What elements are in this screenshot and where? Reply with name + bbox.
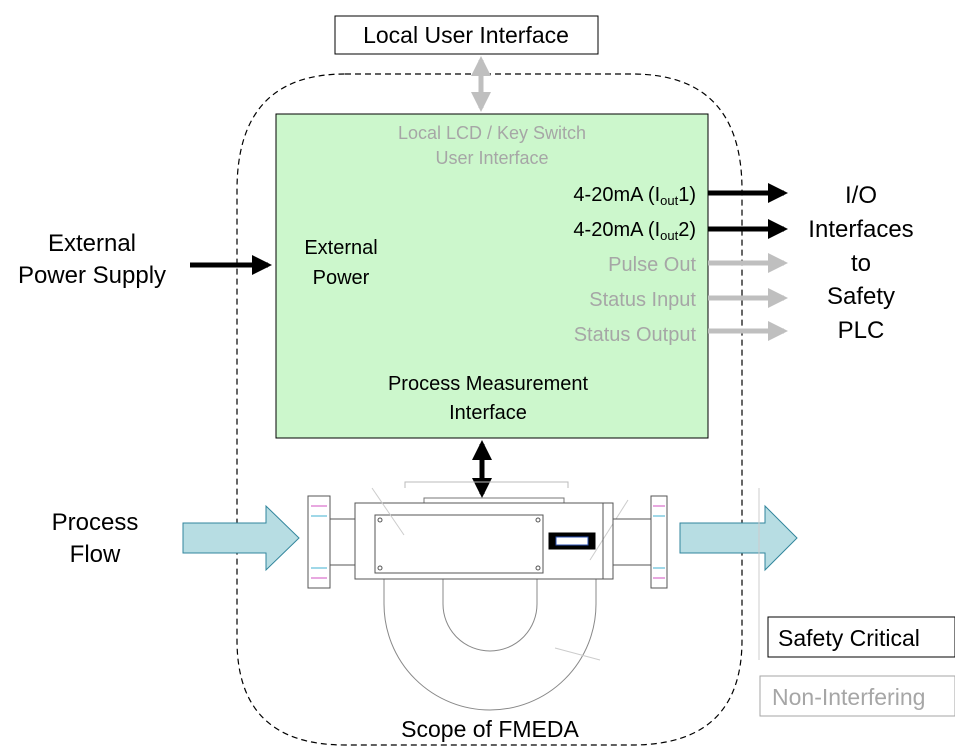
process-measurement-label-line1: Process Measurement — [388, 373, 589, 395]
io-label-line4: Safety — [827, 283, 895, 310]
output-label-iout2: 4-20mA (Iout2) — [573, 219, 696, 243]
external-power-supply-line1: External — [48, 230, 136, 257]
output-label-iout1: 4-20mA (Iout1) — [573, 184, 696, 208]
legend-non-interfering-box — [759, 675, 955, 717]
local-user-interface-label: Local User Interface — [363, 22, 569, 48]
legend-non-interfering-label: Non-Interfering — [772, 684, 925, 710]
process-flow-out-arrow — [679, 504, 798, 572]
local-user-interface-box: Local User Interface — [334, 15, 599, 55]
io-label-line3: to — [851, 250, 871, 277]
lcd-label-line1: Local LCD / Key Switch — [398, 123, 586, 143]
external-power-label-line1: External — [304, 237, 377, 259]
process-flow-in-arrow — [182, 504, 300, 572]
fmeda-scope-boundary — [236, 73, 743, 746]
process-measurement-label-line2: Interface — [449, 402, 527, 424]
legend-safety-critical-label: Safety Critical — [778, 625, 920, 651]
io-label-line2: Interfaces — [808, 216, 913, 243]
io-interfaces-label: I/O Interfaces to Safety PLC — [808, 182, 913, 344]
process-flow-line1: Process — [52, 509, 139, 536]
io-label-line5: PLC — [838, 317, 885, 344]
process-flow-line2: Flow — [70, 541, 121, 568]
legend: Safety Critical Non-Interfering — [758, 488, 955, 717]
device-block — [275, 113, 709, 439]
external-power-supply-line2: Power Supply — [18, 262, 166, 289]
output-label-status-output: Status Output — [574, 324, 697, 346]
output-label-pulse-out: Pulse Out — [608, 254, 696, 276]
scope-of-fmeda-label: Scope of FMEDA — [401, 716, 579, 742]
output-label-status-input: Status Input — [589, 289, 696, 311]
io-label-line1: I/O — [845, 182, 877, 209]
external-power-label-line2: Power — [313, 267, 370, 289]
legend-safety-critical-box — [767, 616, 955, 658]
lcd-label-line2: User Interface — [435, 148, 548, 168]
flowmeter-illustration — [307, 481, 668, 711]
